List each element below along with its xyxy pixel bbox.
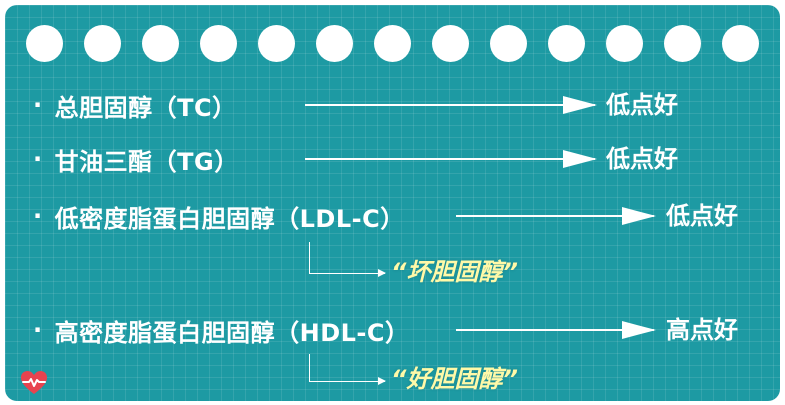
- row-label: 甘油三酯（TG）: [54, 147, 239, 176]
- row-result: 低点好: [606, 91, 678, 119]
- binder-hole-icon: [490, 25, 527, 62]
- row-result: 低点好: [606, 145, 678, 173]
- binder-hole-icon: [722, 25, 759, 62]
- binder-hole-icon: [432, 25, 469, 62]
- binder-hole-icon: [374, 25, 411, 62]
- binder-hole-icon: [84, 25, 121, 62]
- row-hdl: · 高密度脂蛋白胆固醇（HDL-C）: [33, 313, 410, 347]
- binder-hole-icon: [316, 25, 353, 62]
- row-result: 高点好: [666, 316, 738, 344]
- bullet: ·: [33, 202, 43, 230]
- arrow-icon: [305, 150, 597, 168]
- branch-arrow-icon: [309, 269, 386, 277]
- bad-cholesterol-note: “坏胆固醇”: [391, 258, 518, 286]
- arrow-icon: [305, 96, 597, 114]
- row-label: 总胆固醇（TC）: [54, 93, 237, 122]
- branch-line: [309, 242, 310, 274]
- info-card: · 总胆固醇（TC） 低点好 · 甘油三酯（TG） 低点好 · 低密度脂蛋白胆固…: [5, 5, 780, 401]
- binder-holes: [5, 25, 780, 65]
- row-label: 低密度脂蛋白胆固醇（LDL-C）: [54, 204, 405, 233]
- row-result: 低点好: [666, 202, 738, 230]
- binder-hole-icon: [606, 25, 643, 62]
- arrow-icon: [456, 207, 656, 225]
- arrow-icon: [456, 321, 656, 339]
- binder-hole-icon: [258, 25, 295, 62]
- row-tg: · 甘油三酯（TG）: [33, 142, 239, 176]
- row-label: 高密度脂蛋白胆固醇（HDL-C）: [54, 318, 410, 347]
- good-cholesterol-note: “好胆固醇”: [391, 365, 518, 393]
- row-ldl: · 低密度脂蛋白胆固醇（LDL-C）: [33, 199, 405, 233]
- binder-hole-icon: [142, 25, 179, 62]
- branch-arrow-icon: [309, 377, 386, 385]
- bullet: ·: [33, 145, 43, 173]
- bullet: ·: [33, 316, 43, 344]
- bullet: ·: [33, 91, 43, 119]
- branch-line: [309, 354, 310, 382]
- binder-hole-icon: [200, 25, 237, 62]
- binder-hole-icon: [26, 25, 63, 62]
- row-tc: · 总胆固醇（TC）: [33, 88, 237, 122]
- binder-hole-icon: [548, 25, 585, 62]
- heart-pulse-icon: [21, 371, 47, 394]
- binder-hole-icon: [664, 25, 701, 62]
